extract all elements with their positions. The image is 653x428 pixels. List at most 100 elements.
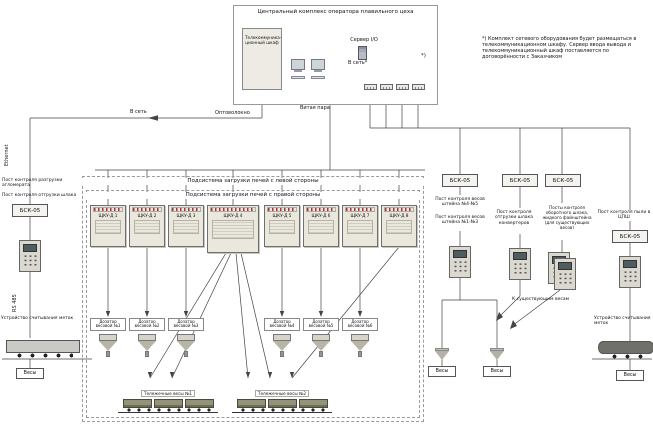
twisted-pair-label: Витая пара: [300, 105, 330, 111]
terminal-screen: [513, 252, 527, 260]
cabinet-grille: [386, 220, 412, 234]
to-network-inner-label: В сеть*: [348, 60, 368, 66]
io-server-label: Сервер I/O: [350, 37, 378, 43]
monitor-stand-icon: [294, 70, 302, 72]
cabinet-grille: [134, 220, 160, 234]
hopper-outlet: [145, 350, 149, 357]
control-terminal-post-3b: [554, 258, 576, 290]
rs485-label: RS 485: [12, 294, 18, 312]
hopper-top: [177, 333, 195, 341]
terminal-screen: [623, 260, 637, 268]
hopper-top: [99, 333, 117, 341]
doser-unit-2: Дозатор весовой №2: [129, 318, 165, 357]
left-post-title-1: Пост контроля разгрузки агломерата: [2, 178, 63, 189]
doser-label: Дозатор весовой №1: [90, 318, 126, 331]
cabinet-label: ЩКУ-Д 7: [350, 213, 370, 218]
subsystem-left-frame: [82, 176, 424, 422]
scale-box-left: Весы: [16, 368, 44, 379]
bsk05-post-3: БСК-05: [545, 174, 581, 187]
hopper-outlet: [184, 350, 188, 357]
cabinet-indicators: [93, 207, 123, 212]
scale-box-far-right: Весы: [616, 370, 644, 381]
cabinet-grille: [173, 220, 199, 234]
terminal-screen: [23, 244, 37, 252]
rail-line: [232, 412, 332, 413]
telecom-cabinet: Телекоммуника-ционный шкаф: [242, 28, 282, 90]
terminal-screen: [558, 262, 572, 270]
rail-line: [118, 412, 218, 413]
trolley-scale-1: Тележечные весы №1: [118, 380, 218, 413]
cabinet-indicators: [171, 207, 201, 212]
cabinet-shku-d-1: ЩКУ-Д 1: [90, 205, 126, 247]
control-terminal-post-2: [509, 248, 531, 280]
tag-reader-label-left: Устройство считывания меток: [1, 316, 74, 321]
doser-label: Дозатор весовой №5: [303, 318, 339, 331]
hopper-top: [312, 333, 330, 341]
cabinet-indicators: [384, 207, 414, 212]
cabinet-shku-d-3: ЩКУ-Д 3: [168, 205, 204, 247]
trolley-label: Тележечные весы №1: [140, 390, 196, 397]
hopper-cone: [351, 340, 369, 351]
cabinet-grille: [95, 220, 121, 234]
hopper-outlet: [106, 350, 110, 357]
doser-label: Дозатор весовой №2: [129, 318, 165, 331]
post1-title: Пост контроля весов штейна №4-№5: [435, 197, 485, 208]
bsk05-post-2: БСК-05: [502, 174, 538, 187]
cabinet-label: ЩКУ-Д 5: [272, 213, 292, 218]
hopper-cone: [177, 340, 195, 351]
network-switch-icon: [412, 84, 425, 90]
hopper-top: [351, 333, 369, 341]
doser-unit-6: Дозатор весовой №6: [342, 318, 378, 357]
doser-unit-1: Дозатор весовой №1: [90, 318, 126, 357]
doser-unit-3: Дозатор весовой №3: [168, 318, 204, 357]
bsk05-far-right: БСК-05: [612, 230, 648, 243]
cabinet-shku-d-8: ЩКУ-Д 8: [381, 205, 417, 247]
hopper-top: [273, 333, 291, 341]
tag-reader-label-right: Устройство считывания меток: [594, 316, 651, 327]
io-server-icon: [358, 46, 367, 60]
terminal-keypad: [512, 262, 528, 275]
cabinet-indicators: [306, 207, 336, 212]
subsystem-right-title: Подсистема загрузки печей с правой сторо…: [86, 192, 420, 199]
post3-title: Посты контроля оборотного шлака, жидкого…: [542, 205, 592, 231]
keyboard-icon: [311, 76, 325, 79]
hopper-outlet: [280, 350, 284, 357]
hopper-cone: [273, 340, 291, 351]
rail-car-wheels: [608, 354, 644, 359]
workstation-monitor-icon: [311, 59, 325, 70]
cabinet-shku-d-5: ЩКУ-Д 5: [264, 205, 300, 247]
terminal-keypad: [452, 260, 468, 273]
trolley-wheels: [124, 408, 212, 412]
cabinet-indicators: [132, 207, 162, 212]
funnel-icon: [435, 351, 449, 360]
rail-car-body: [6, 340, 80, 353]
funnel-icon: [490, 351, 504, 360]
to-existing-scales-label: К существующим весам: [512, 297, 570, 302]
cabinet-label: ЩКУ-Д 1: [98, 213, 118, 218]
monitor-stand-icon: [314, 70, 322, 72]
doser-label: Дозатор весовой №6: [342, 318, 378, 331]
rail-car-right: [598, 341, 653, 359]
bsk05-post-1: БСК-05: [442, 174, 478, 187]
cabinet-label: ЩКУ-Д 6: [311, 213, 331, 218]
hopper-top: [138, 333, 156, 341]
cabinet-shku-d-2: ЩКУ-Д 2: [129, 205, 165, 247]
cabinet-grille: [269, 220, 295, 234]
hopper-cone: [312, 340, 330, 351]
cabinet-indicators: [345, 207, 375, 212]
trolley-label: Тележечные весы №2: [254, 390, 310, 397]
rail-car-left: [6, 340, 80, 358]
network-switch-icon: [364, 84, 377, 90]
funnel-top: [490, 348, 504, 351]
ethernet-label: Ethernet: [4, 144, 10, 166]
bsk05-left: БСК-05: [12, 204, 48, 217]
scale-box-mid-1: Весы: [428, 366, 456, 377]
cabinet-grille: [308, 220, 334, 234]
rail-car-wheels: [13, 353, 73, 358]
hopper-outlet: [319, 350, 323, 357]
trolley-scale-2: Тележечные весы №2: [232, 380, 332, 413]
scale-box-mid-2: Весы: [483, 366, 511, 377]
left-post-title-2: Пост контроля отгрузки шлака: [2, 193, 77, 198]
